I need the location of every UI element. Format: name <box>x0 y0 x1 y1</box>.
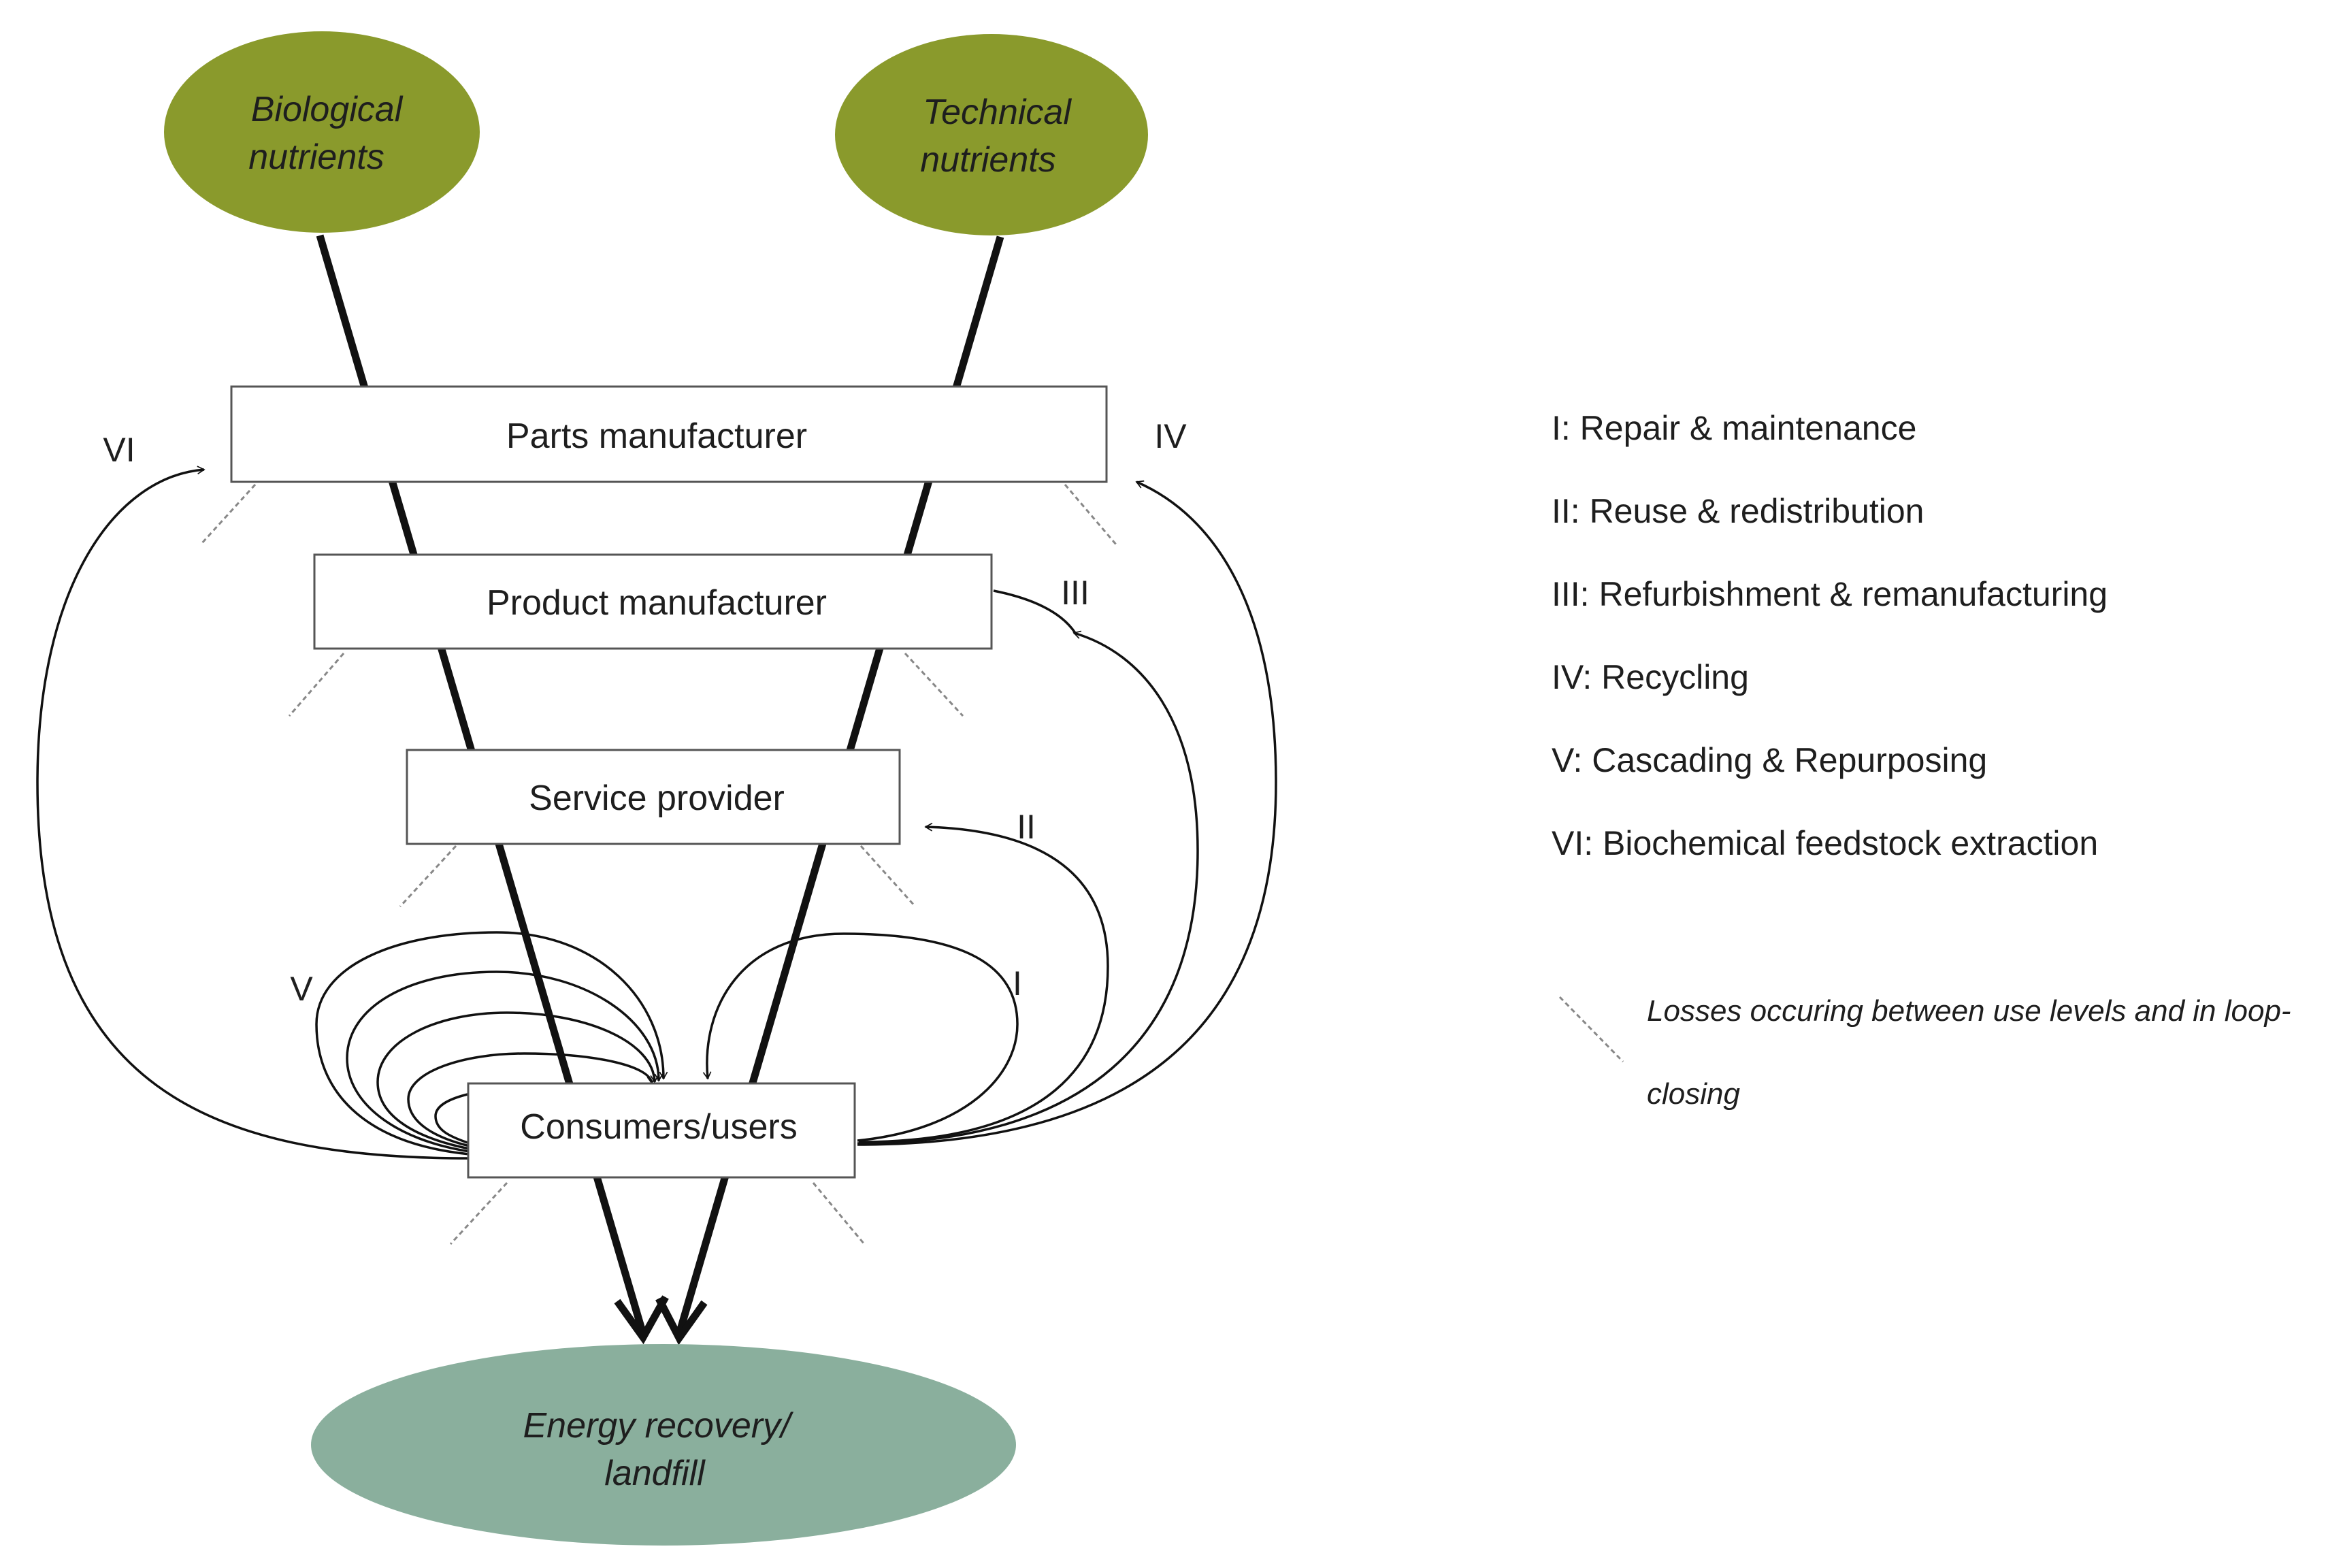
loop-iii-link <box>993 589 1077 634</box>
biological-nutrients-line1: Biological <box>251 90 404 129</box>
legend-item-vi: VI: Biochemical feedstock extraction <box>1552 824 2099 862</box>
loop-label-vi: VI <box>103 431 135 469</box>
biological-flow-arrowhead <box>614 1295 669 1345</box>
loop-vi-arrow <box>36 466 470 1160</box>
technical-nutrients-line2: nutrients <box>920 140 1055 180</box>
legend-item-iii: III: Refurbishment & remanufacturing <box>1552 575 2108 613</box>
loss-marks <box>199 483 1117 1245</box>
parts-manufacturer-box: Parts manufacturer <box>230 385 1108 483</box>
energy-recovery-line1: Energy recovery/ <box>523 1406 793 1446</box>
loop-ii-arrow <box>858 822 1109 1143</box>
loop-label-v: V <box>290 970 313 1008</box>
service-provider-box: Service provider <box>406 749 901 845</box>
legend: I: Repair & maintenance II: Reuse & redi… <box>1552 387 2334 885</box>
loss-mark <box>859 845 917 908</box>
product-manufacturer-label: Product manufacturer <box>487 583 827 623</box>
loop-iii-arrow <box>857 630 1199 1145</box>
consumers-users-label: Consumers/users <box>520 1107 797 1147</box>
legend-item-i: I: Repair & maintenance <box>1552 409 1917 447</box>
loop-arrows <box>36 466 1277 1160</box>
consumers-users-box: Consumers/users <box>467 1082 856 1179</box>
loop-label-iii: III <box>1061 574 1089 612</box>
loss-mark <box>199 483 257 546</box>
loop-v-arrow-4 <box>407 1052 656 1147</box>
loop-iv-arrow <box>857 480 1277 1146</box>
loss-mark <box>399 845 457 908</box>
energy-recovery-line2: landfill <box>604 1454 706 1493</box>
loss-mark <box>449 1181 508 1245</box>
energy-recovery-node: Energy recovery/ landfill <box>311 1344 1016 1546</box>
parts-manufacturer-label: Parts manufacturer <box>506 416 807 456</box>
biological-nutrients-node: Biological nutrients <box>164 31 480 233</box>
loop-labels: VI IV III II I V <box>103 417 1187 1008</box>
legend-item-v: V: Cascading & Repurposing <box>1552 741 1988 779</box>
loop-label-iv: IV <box>1154 417 1187 455</box>
service-provider-label: Service provider <box>529 779 785 818</box>
loss-mark-legend-icon <box>1558 996 1624 1063</box>
loop-v-arrow-1 <box>315 931 668 1156</box>
loop-label-i: I <box>1013 964 1022 1002</box>
losses-legend: Losses occuring between use levels and i… <box>1552 970 2341 1111</box>
loop-i-arrow <box>702 932 1019 1142</box>
legend-item-ii: II: Reuse & redistribution <box>1552 492 1924 530</box>
loss-mark <box>904 652 964 717</box>
loss-mark <box>288 653 345 717</box>
loop-label-ii: II <box>1017 808 1036 846</box>
losses-legend-text: Losses occuring between use levels and i… <box>1647 994 2291 1111</box>
loop-v-arrow-3 <box>376 1011 659 1150</box>
legend-item-iv: IV: Recycling <box>1552 658 1749 696</box>
loss-mark <box>812 1182 866 1245</box>
product-manufacturer-box: Product manufacturer <box>313 553 993 650</box>
technical-nutrients-line1: Technical <box>923 93 1072 132</box>
technical-flow-arrowhead <box>655 1296 708 1345</box>
loss-mark <box>1064 484 1117 545</box>
technical-nutrients-node: Technical nutrients <box>835 34 1148 235</box>
biological-nutrients-line2: nutrients <box>248 137 384 177</box>
loop-v-arrow-2 <box>346 970 663 1153</box>
